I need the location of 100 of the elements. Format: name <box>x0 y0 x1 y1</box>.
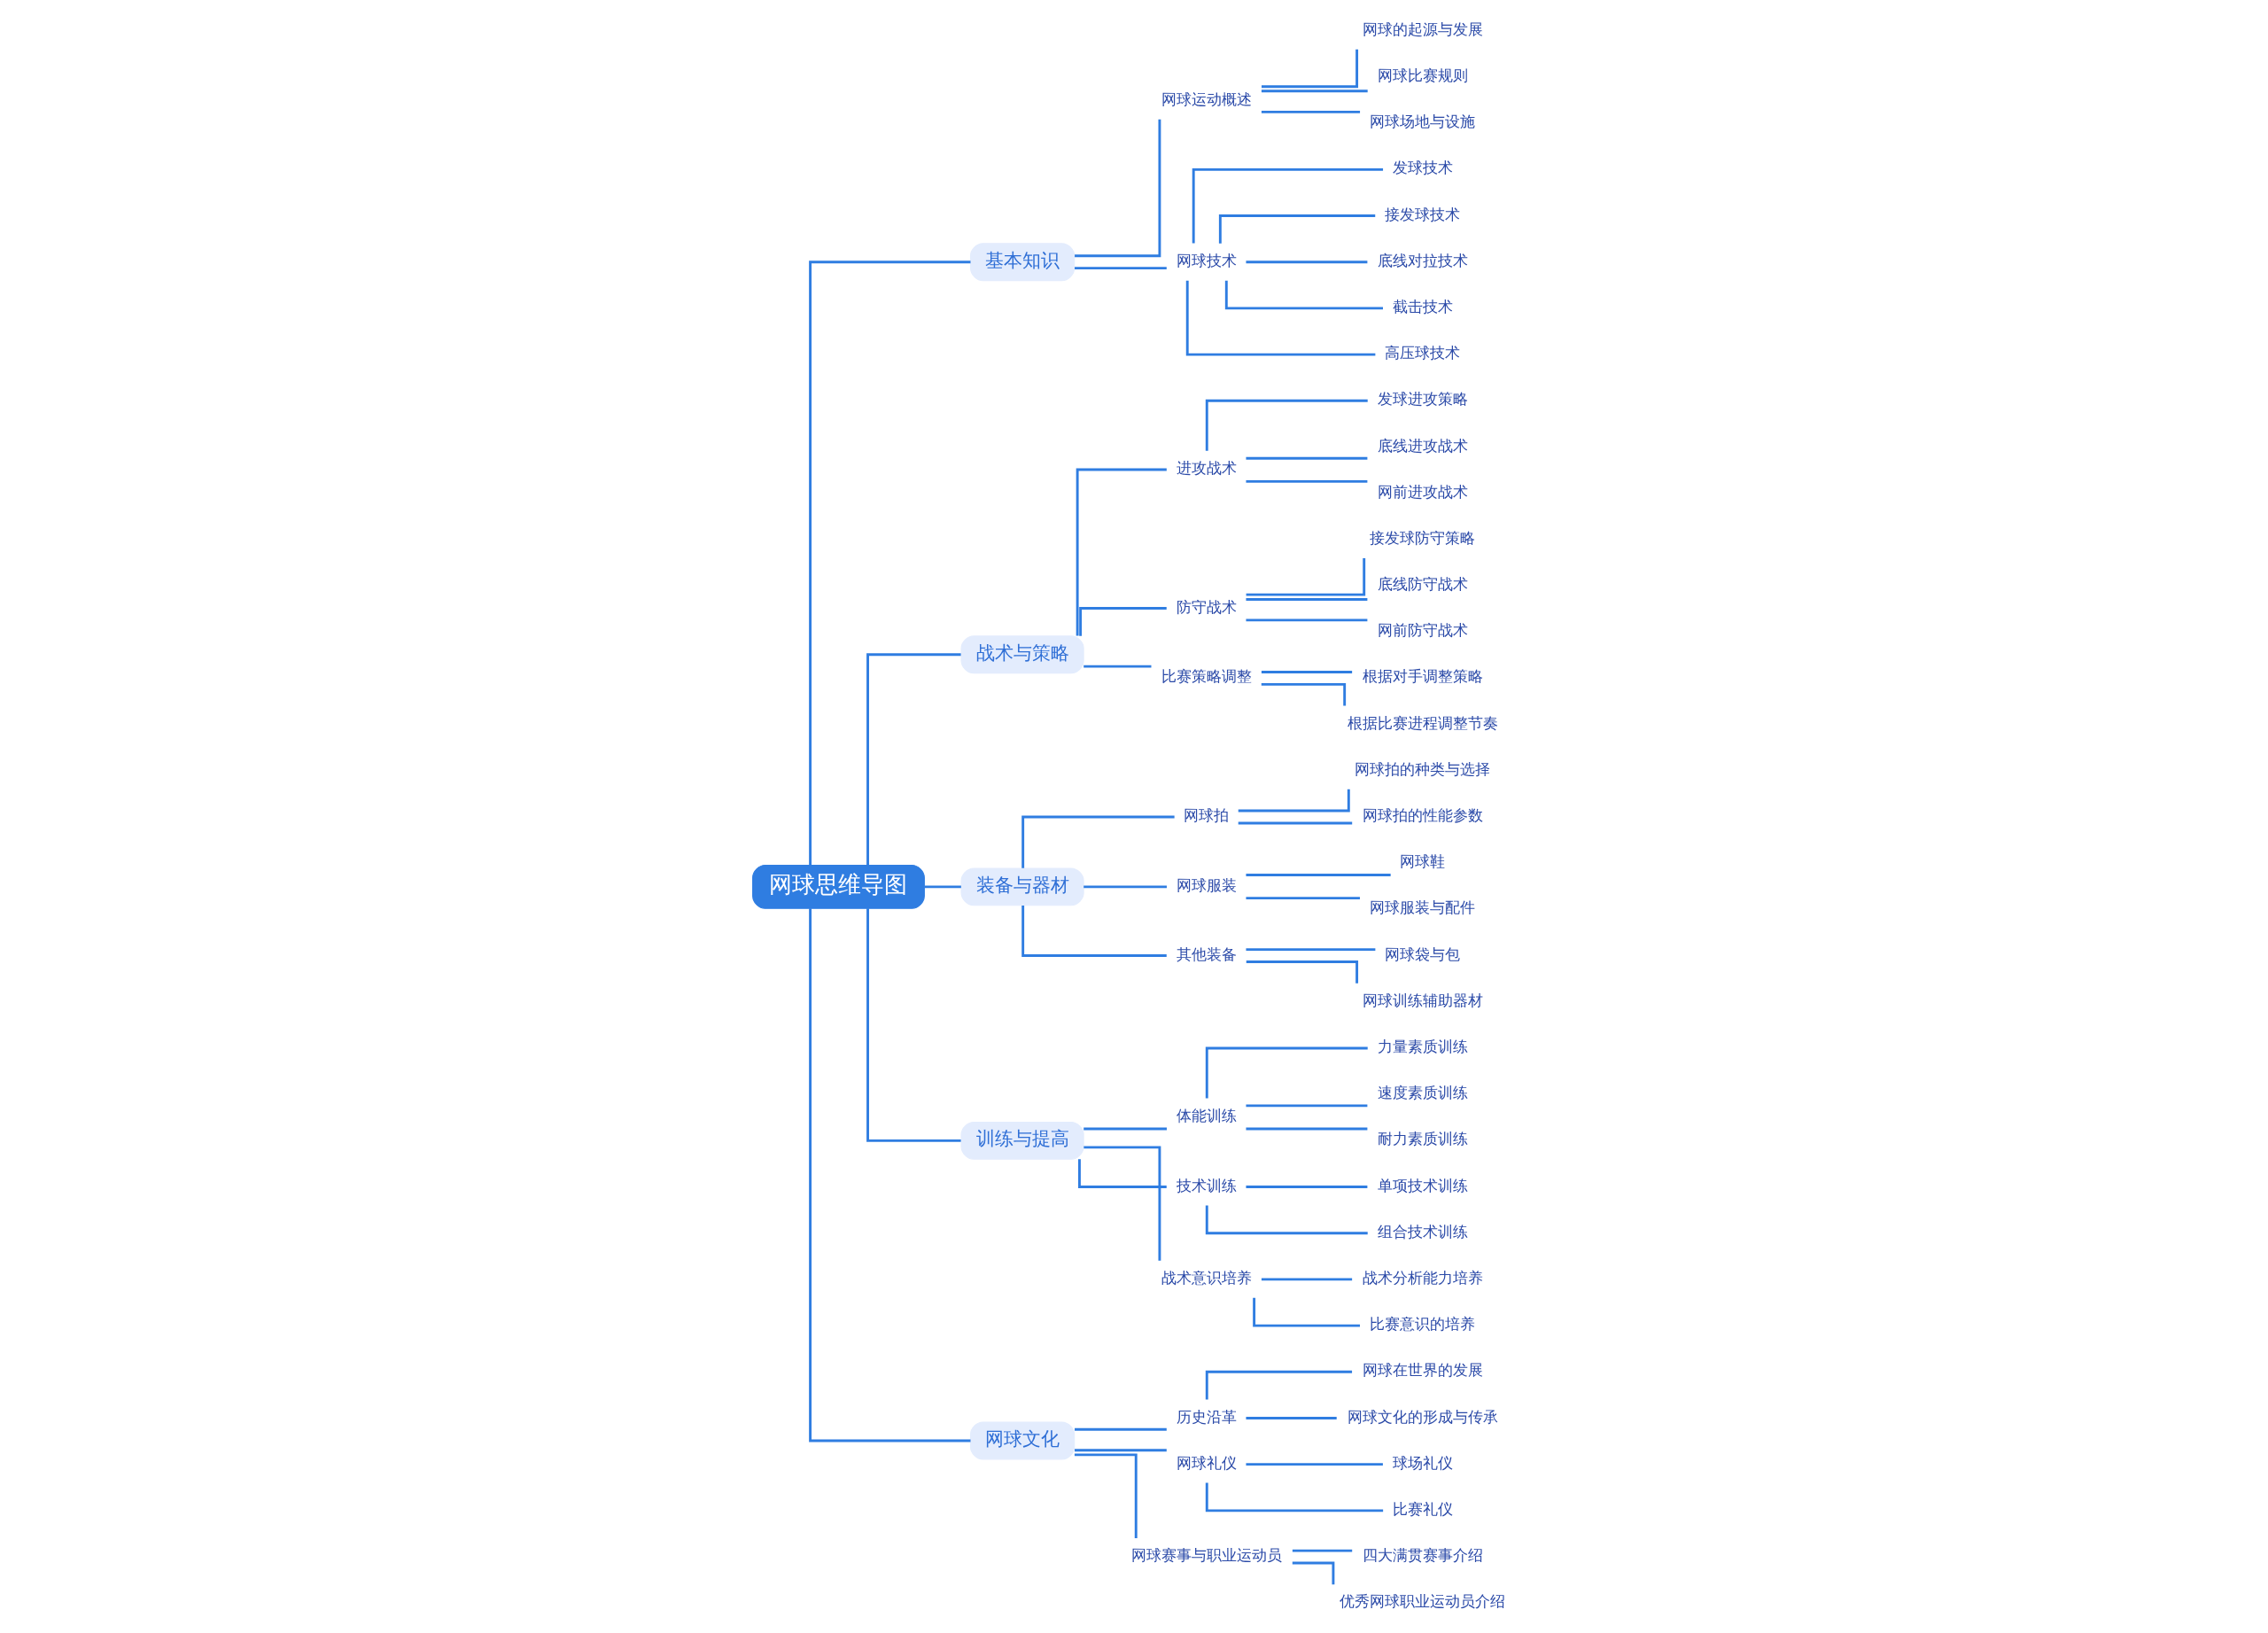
node-text: 四大满贯赛事介绍 <box>1362 1545 1483 1564</box>
node-text: 网前防守战术 <box>1377 620 1468 639</box>
connector <box>1205 1482 1383 1512</box>
connector <box>1074 1427 1167 1431</box>
connector <box>1246 960 1358 984</box>
connector <box>1074 1452 1138 1538</box>
connector <box>1192 167 1383 244</box>
node-text: 接发球技术 <box>1384 205 1460 223</box>
node-text: 网球技术 <box>1176 251 1237 269</box>
node-text: 网球服装 <box>1176 875 1237 894</box>
connector <box>1261 110 1360 113</box>
node-text: 网球文化的形成与传承 <box>1347 1407 1498 1426</box>
node-text: 优秀网球职业运动员介绍 <box>1339 1591 1505 1610</box>
connector <box>1245 456 1367 460</box>
node-text: 网球场地与设施 <box>1369 112 1475 130</box>
node-box: 网球思维导图 <box>751 864 925 909</box>
node-text: 网球训练辅助器材 <box>1362 991 1483 1009</box>
connector <box>866 907 961 1142</box>
connector <box>1245 479 1367 483</box>
connector <box>1077 1158 1167 1188</box>
node-text: 网球袋与包 <box>1384 945 1460 963</box>
connector <box>1245 1127 1367 1130</box>
connector <box>1238 789 1350 812</box>
node-text: 历史沿革 <box>1176 1407 1237 1426</box>
node-text: 比赛意识的培养 <box>1369 1314 1475 1333</box>
node-text: 技术训练 <box>1176 1176 1237 1194</box>
node-text: 底线进攻战术 <box>1377 436 1468 455</box>
connector <box>1224 280 1383 309</box>
node-text: 底线防守战术 <box>1377 574 1468 593</box>
connector <box>1292 1549 1352 1552</box>
connector <box>1261 49 1358 88</box>
node-text: 网球拍 <box>1183 805 1229 824</box>
connector <box>1292 1561 1334 1584</box>
node-text: 高压球技术 <box>1384 343 1460 362</box>
node-text: 发球进攻策略 <box>1377 389 1468 408</box>
node-text: 底线对拉技术 <box>1377 251 1468 269</box>
node-text: 其他装备 <box>1176 945 1237 963</box>
connector <box>1252 1297 1360 1327</box>
connector <box>866 652 961 865</box>
node-box: 战术与策略 <box>960 634 1084 673</box>
connector <box>1245 260 1367 263</box>
node-text: 网球礼仪 <box>1176 1453 1237 1472</box>
connector <box>1185 280 1375 356</box>
node-text: 防守战术 <box>1176 597 1237 616</box>
connector <box>1021 905 1167 957</box>
node-text: 网球鞋 <box>1399 851 1445 870</box>
connector <box>1245 1462 1383 1466</box>
node-text: 比赛礼仪 <box>1392 1499 1453 1518</box>
node-text: 网球拍的种类与选择 <box>1354 759 1490 778</box>
connector <box>1245 1416 1337 1419</box>
connector <box>1245 947 1375 951</box>
node-text: 网球在世界的发展 <box>1362 1360 1483 1379</box>
connector <box>1076 468 1167 636</box>
node-text: 网球比赛规则 <box>1377 66 1468 84</box>
node-text: 截击技术 <box>1392 297 1453 315</box>
connector <box>924 884 961 888</box>
node-text: 根据对手调整策略 <box>1362 666 1483 685</box>
connector <box>1205 1046 1368 1098</box>
node-text: 耐力素质训练 <box>1377 1129 1468 1147</box>
connector <box>1245 618 1367 621</box>
node-text: 战术分析能力培养 <box>1362 1268 1483 1287</box>
connector <box>1245 597 1367 601</box>
node-text: 单项技术训练 <box>1377 1176 1468 1194</box>
node-text: 组合技术训练 <box>1377 1222 1468 1240</box>
connector <box>1261 670 1352 673</box>
connector <box>1021 815 1175 868</box>
connector <box>1245 1185 1367 1188</box>
connector <box>1205 399 1368 451</box>
node-text: 进攻战术 <box>1176 458 1237 477</box>
node-box: 装备与器材 <box>960 867 1084 906</box>
connector <box>1074 119 1161 257</box>
node-text: 体能训练 <box>1176 1106 1237 1124</box>
node-text: 网球赛事与职业运动员 <box>1130 1545 1282 1564</box>
connector <box>1245 896 1360 899</box>
node-box: 训练与提高 <box>960 1121 1084 1160</box>
connector <box>1245 1103 1367 1107</box>
node-box: 基本知识 <box>969 242 1075 281</box>
connector <box>1205 1370 1352 1400</box>
connector <box>1261 682 1346 706</box>
node-text: 网球的起源与发展 <box>1362 19 1483 38</box>
connector <box>1261 89 1368 92</box>
node-text: 比赛策略调整 <box>1161 666 1252 685</box>
connector <box>1083 665 1151 668</box>
connector <box>1246 557 1365 596</box>
connector <box>1218 214 1375 244</box>
node-text: 接发球防守策略 <box>1369 528 1475 547</box>
connector <box>1083 1145 1161 1261</box>
node-text: 根据比赛进程调整节奏 <box>1347 713 1498 732</box>
node-text: 速度素质训练 <box>1377 1083 1468 1101</box>
connector <box>1083 1127 1167 1130</box>
node-text: 球场礼仪 <box>1392 1453 1453 1472</box>
connector <box>1074 266 1167 269</box>
connector <box>808 907 970 1442</box>
node-text: 战术意识培养 <box>1161 1268 1252 1287</box>
connector <box>1083 884 1167 888</box>
node-text: 网球运动概述 <box>1161 89 1252 108</box>
node-text: 网前进攻战术 <box>1377 482 1468 501</box>
node-text: 网球服装与配件 <box>1369 898 1475 916</box>
node-text: 发球技术 <box>1392 158 1453 176</box>
connector <box>1074 1448 1167 1451</box>
